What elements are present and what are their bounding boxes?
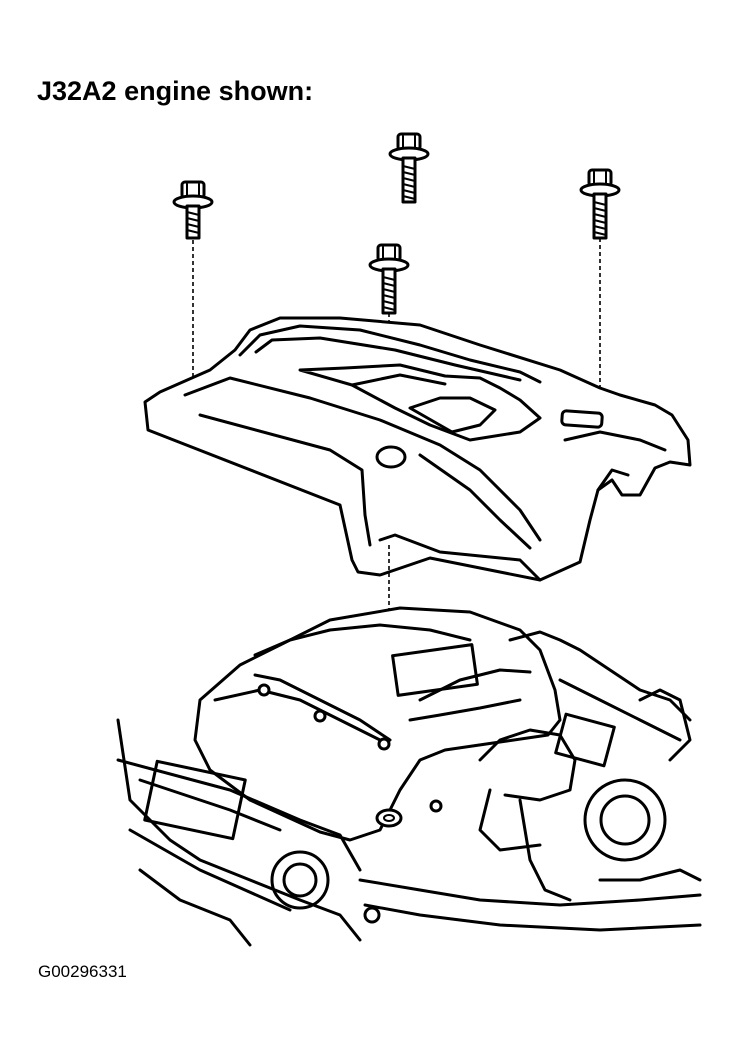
bolt-left [172,180,214,240]
engine-mount-point [375,808,403,828]
bolt-right [579,168,621,240]
engine-assembly [116,606,702,947]
diagram-caption: J32A2 engine shown: [37,76,314,106]
engine-cover [143,316,692,582]
bolt-center [368,243,410,315]
cover-slot [560,409,604,429]
cover-mount-hole [375,445,407,469]
bolt-top-center [388,132,430,204]
figure-id: G00296331 [38,962,127,981]
